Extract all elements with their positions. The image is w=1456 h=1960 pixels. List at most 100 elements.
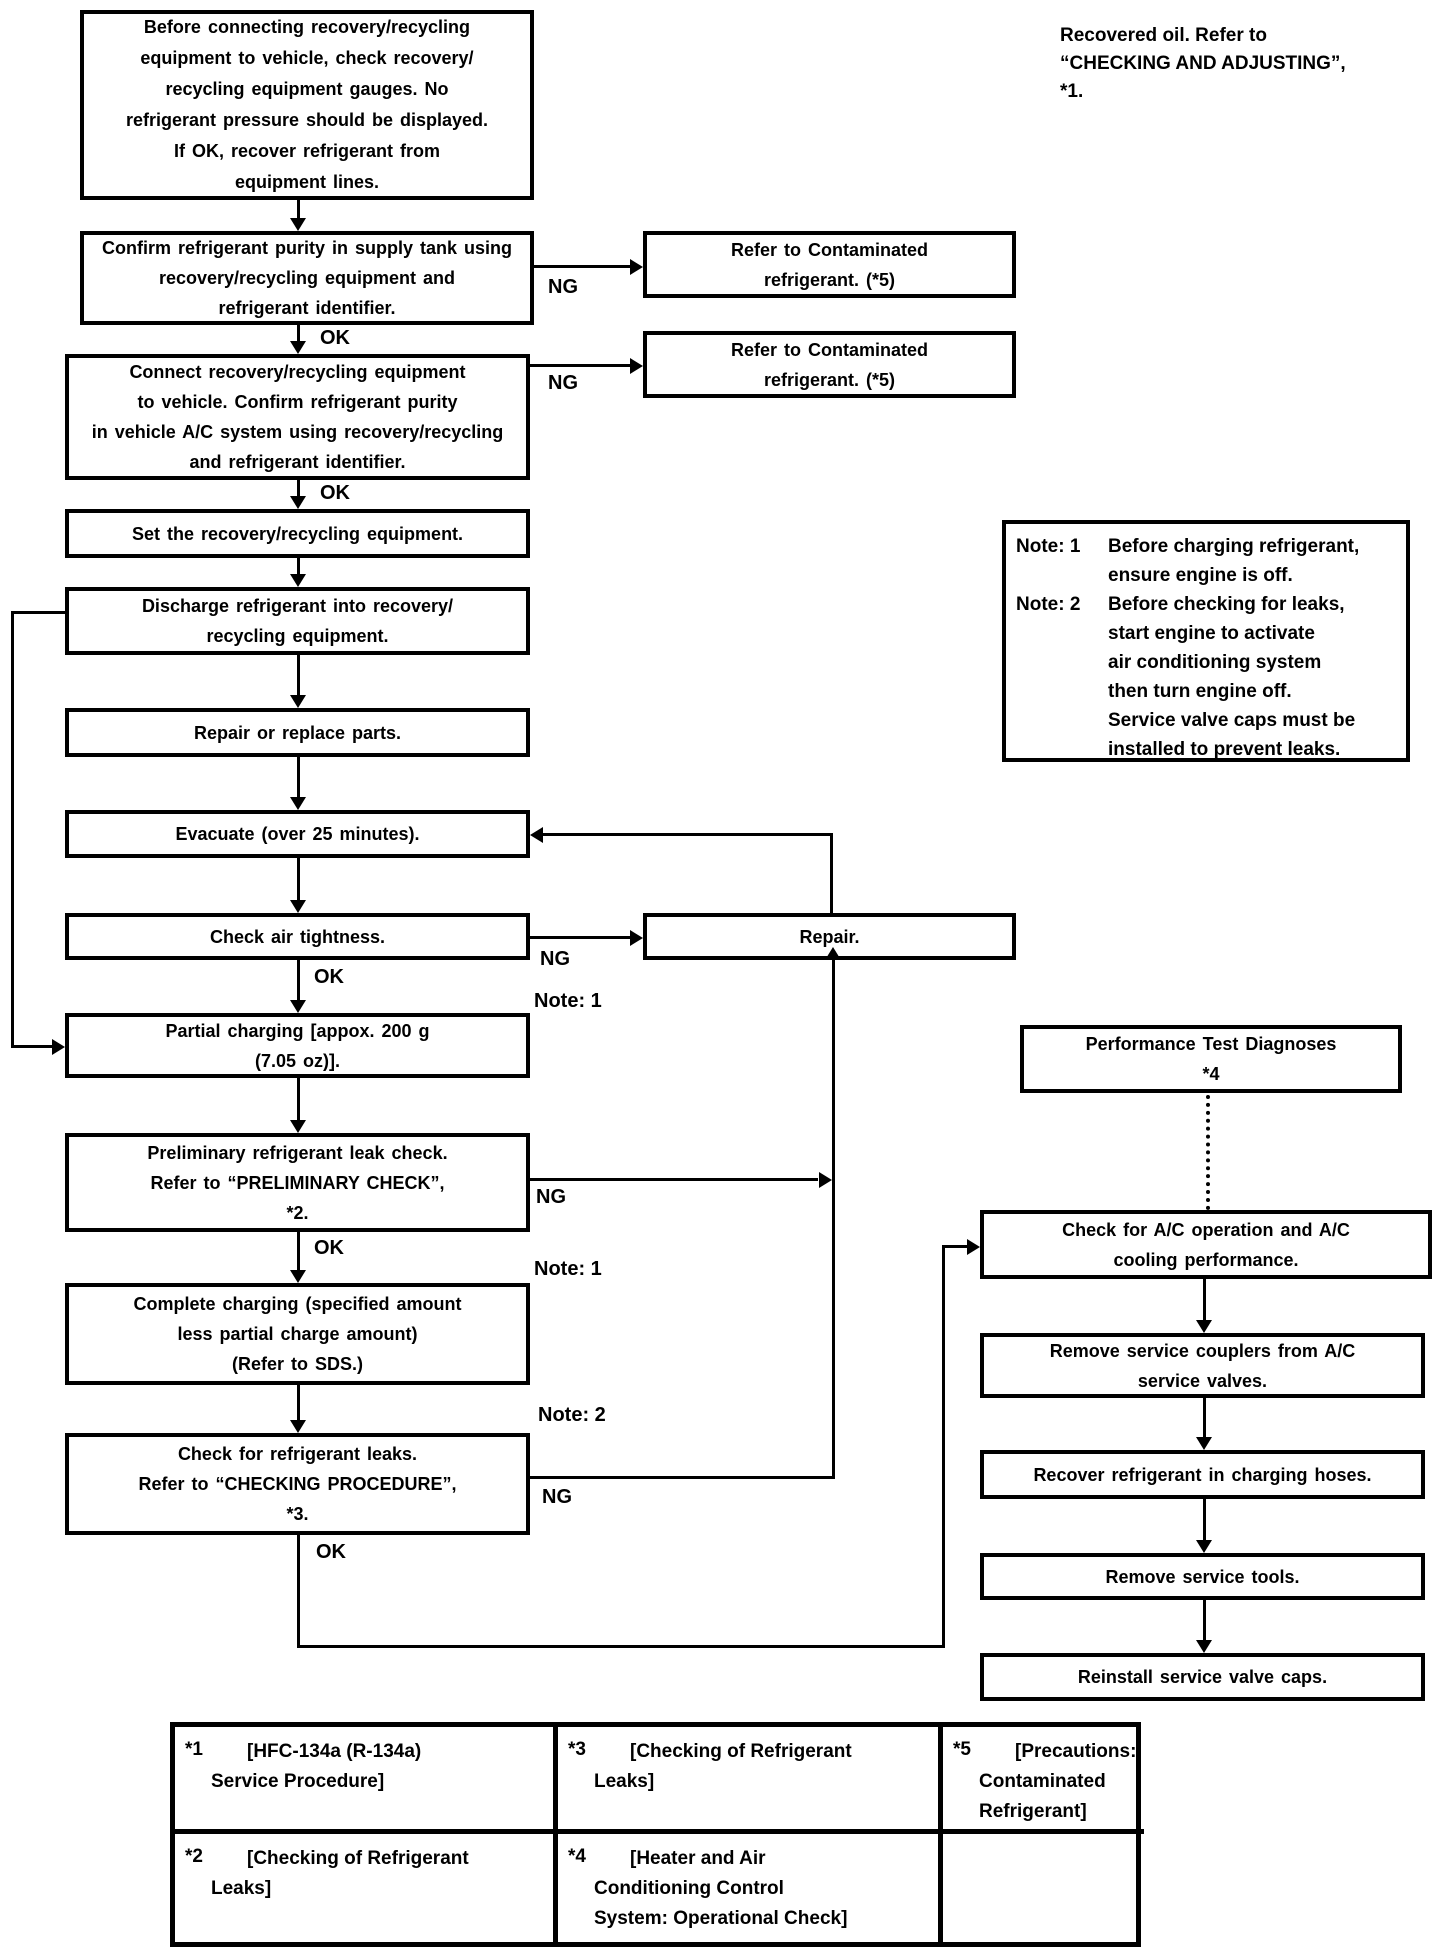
note-1-ref-label: Note: 1 bbox=[534, 990, 602, 1012]
ng-label: NG bbox=[540, 948, 570, 970]
arrowhead-right-icon bbox=[819, 1172, 832, 1188]
flow-box-check-air-tightness: Check air tightness. bbox=[65, 913, 530, 960]
connector-ng-preliminary bbox=[530, 1178, 818, 1181]
connector-checkair-partial bbox=[297, 960, 300, 1002]
connector-partial-preliminary bbox=[297, 1078, 300, 1122]
connector-ok-into-box bbox=[942, 1245, 968, 1248]
connector-repair-evacuate bbox=[534, 833, 833, 836]
arrowhead-down-icon bbox=[1196, 1640, 1212, 1653]
footnote-text: [Heater and Air Conditioning Control Sys… bbox=[594, 1848, 848, 1929]
arrowhead-right-icon bbox=[52, 1039, 65, 1055]
note-item-1: Note: 1 Before charging refrigerant, ens… bbox=[1016, 532, 1396, 590]
ok-label: OK bbox=[314, 966, 344, 988]
table-cell-1: *1 [HFC-134a (R-134a) Service Procedure] bbox=[175, 1727, 558, 1834]
connector-ng-checkair bbox=[530, 936, 630, 939]
table-cell-5: *4 [Heater and Air Conditioning Control … bbox=[558, 1834, 943, 1942]
note-2-ref-label: Note: 2 bbox=[538, 1404, 606, 1426]
connector-precheck-confirm bbox=[297, 200, 300, 220]
flow-box-preliminary-leak-check: Preliminary refrigerant leak check. Refe… bbox=[65, 1133, 530, 1232]
connector-set-discharge bbox=[297, 558, 300, 576]
flow-box-evacuate: Evacuate (over 25 minutes). bbox=[65, 810, 530, 858]
arrowhead-down-icon bbox=[290, 496, 306, 509]
flow-box-check-ac-operation: Check for A/C operation and A/C cooling … bbox=[980, 1210, 1432, 1279]
connector-bypass-bottom bbox=[11, 1045, 53, 1048]
arrowhead-up-icon bbox=[825, 947, 841, 960]
connector-confirm-connect bbox=[297, 325, 300, 343]
ng-label: NG bbox=[542, 1486, 572, 1508]
flow-box-repair-replace: Repair or replace parts. bbox=[65, 708, 530, 757]
arrowhead-down-icon bbox=[290, 900, 306, 913]
arrowhead-right-icon bbox=[630, 358, 643, 374]
arrowhead-down-icon bbox=[1196, 1437, 1212, 1450]
arrowhead-right-icon bbox=[967, 1239, 980, 1255]
connector-ng-connect bbox=[530, 364, 630, 367]
flow-box-recover-hoses: Recover refrigerant in charging hoses. bbox=[980, 1450, 1425, 1499]
footnote-text: [Checking of Refrigerant Leaks] bbox=[211, 1848, 469, 1899]
footnote-table: *1 [HFC-134a (R-134a) Service Procedure]… bbox=[170, 1722, 1145, 1947]
connector-ng-collector bbox=[832, 959, 835, 1479]
flow-box-contaminated-refrigerant-2: Refer to Contaminated refrigerant. (*5) bbox=[643, 331, 1016, 398]
arrowhead-down-icon bbox=[290, 1120, 306, 1133]
arrowhead-down-icon bbox=[290, 1000, 306, 1013]
arrowhead-down-icon bbox=[290, 574, 306, 587]
flow-box-remove-couplers: Remove service couplers from A/C service… bbox=[980, 1333, 1425, 1398]
table-cell-2: *3 [Checking of Refrigerant Leaks] bbox=[558, 1727, 943, 1834]
connector-ok-down bbox=[297, 1535, 300, 1647]
note-box: Note: 1 Before charging refrigerant, ens… bbox=[1002, 520, 1410, 762]
note-2-label: Note: 2 bbox=[1016, 594, 1081, 615]
footnote-ref: *3 bbox=[568, 1739, 586, 1760]
note-2-text: Before checking for leaks, start engine … bbox=[1108, 594, 1356, 760]
ng-label: NG bbox=[548, 276, 578, 298]
arrowhead-down-icon bbox=[290, 695, 306, 708]
flow-box-discharge: Discharge refrigerant into recovery/ rec… bbox=[65, 587, 530, 655]
table-cell-6 bbox=[943, 1834, 1144, 1942]
connector-dotted-performance bbox=[1206, 1095, 1210, 1210]
connector-ok-up bbox=[942, 1247, 945, 1648]
flow-box-remove-tools: Remove service tools. bbox=[980, 1553, 1425, 1600]
recovered-oil-note: Recovered oil. Refer to “CHECKING AND AD… bbox=[1060, 25, 1346, 102]
connector-evacuate-checkair bbox=[297, 858, 300, 902]
arrowhead-down-icon bbox=[290, 1420, 306, 1433]
footnote-text: [Precautions: Contaminated Refrigerant] bbox=[979, 1741, 1137, 1822]
footnote-ref: *1 bbox=[185, 1739, 203, 1760]
ok-label: OK bbox=[320, 327, 350, 349]
connector-complete-checkleaks bbox=[297, 1385, 300, 1422]
ok-label: OK bbox=[316, 1541, 346, 1563]
flow-box-partial-charging: Partial charging [appox. 200 g (7.05 oz)… bbox=[65, 1013, 530, 1078]
footnote-text: [Checking of Refrigerant Leaks] bbox=[594, 1741, 852, 1792]
arrowhead-down-icon bbox=[290, 341, 306, 354]
flow-box-check-refrigerant-leaks: Check for refrigerant leaks. Refer to “C… bbox=[65, 1433, 530, 1535]
connector-tools-caps bbox=[1203, 1600, 1206, 1642]
arrowhead-left-icon bbox=[530, 827, 543, 843]
connector-bypass-top bbox=[11, 611, 68, 614]
connector-preliminary-complete bbox=[297, 1232, 300, 1272]
table-cell-4: *2 [Checking of Refrigerant Leaks] bbox=[175, 1834, 558, 1942]
connector-repairreplace-evacuate bbox=[297, 757, 300, 799]
arrowhead-down-icon bbox=[1196, 1320, 1212, 1333]
connector-couplers-recover bbox=[1203, 1398, 1206, 1439]
connector-ng-confirm bbox=[534, 265, 630, 268]
flow-box-connect-vehicle: Connect recovery/recycling equipment to … bbox=[65, 354, 530, 480]
flow-box-contaminated-refrigerant-1: Refer to Contaminated refrigerant. (*5) bbox=[643, 231, 1016, 298]
flow-box-confirm-purity-tank: Confirm refrigerant purity in supply tan… bbox=[80, 231, 534, 325]
footnote-text: [HFC-134a (R-134a) Service Procedure] bbox=[211, 1741, 422, 1792]
arrowhead-down-icon bbox=[290, 797, 306, 810]
flow-box-performance-test: Performance Test Diagnoses *4 bbox=[1020, 1025, 1402, 1093]
note-1-text: Before charging refrigerant, ensure engi… bbox=[1108, 536, 1360, 586]
ok-label: OK bbox=[320, 482, 350, 504]
arrowhead-right-icon bbox=[630, 259, 643, 275]
connector-bypass-vertical bbox=[11, 611, 14, 1048]
note-1-label: Note: 1 bbox=[1016, 536, 1081, 557]
connector-ng-checkleaks bbox=[530, 1476, 835, 1479]
footnote-ref: *2 bbox=[185, 1846, 203, 1867]
connector-repair-up bbox=[830, 835, 833, 913]
arrowhead-down-icon bbox=[1196, 1540, 1212, 1553]
footnote-ref: *5 bbox=[953, 1739, 971, 1760]
flow-box-precheck: Before connecting recovery/recycling equ… bbox=[80, 10, 534, 200]
ok-label: OK bbox=[314, 1237, 344, 1259]
connector-connect-set bbox=[297, 480, 300, 498]
connector-recover-tools bbox=[1203, 1499, 1206, 1542]
connector-discharge-repairreplace bbox=[297, 655, 300, 697]
ng-label: NG bbox=[548, 372, 578, 394]
